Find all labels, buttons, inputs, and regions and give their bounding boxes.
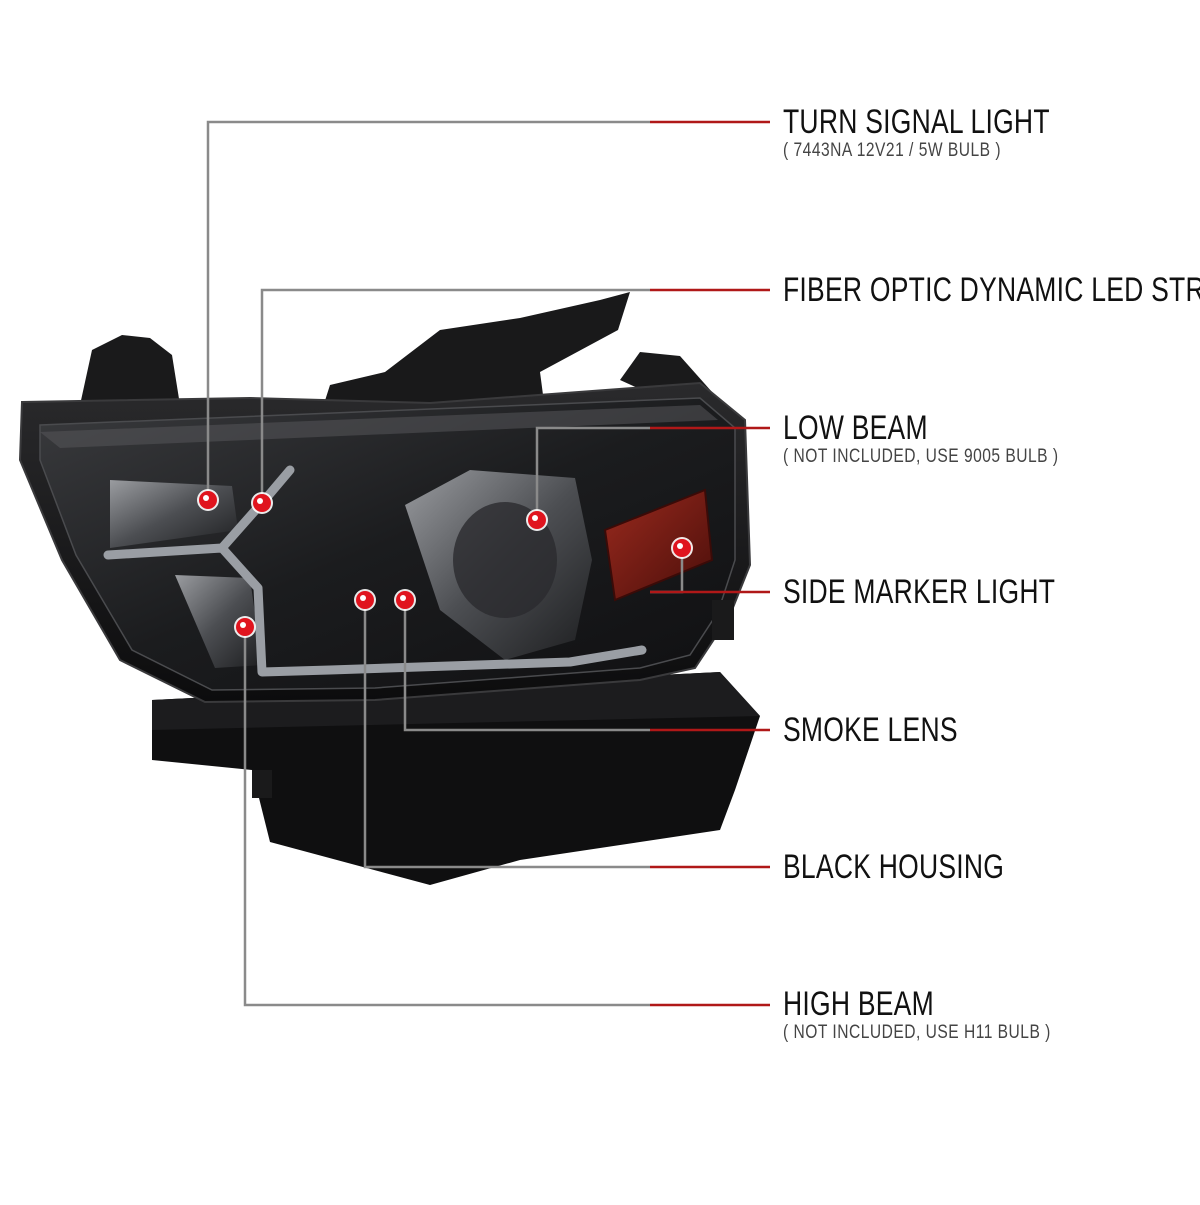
leader-line-low-beam — [535, 426, 650, 520]
indicator-dot-highlight-high-beam — [240, 622, 246, 628]
indicator-dot-highlight-smoke-lens — [400, 595, 406, 601]
callout-subtitle: ( NOT INCLUDED, USE 9005 BULB ) — [783, 446, 1059, 467]
callout-high-beam: HIGH BEAM ( NOT INCLUDED, USE H11 BULB ) — [783, 986, 1110, 1044]
callout-title: FIBER OPTIC DYNAMIC LED STRIP — [783, 271, 1200, 309]
callout-title: SIDE MARKER LIGHT — [783, 573, 1056, 611]
callout-fiber-optic: FIBER OPTIC DYNAMIC LED STRIP — [783, 272, 1200, 308]
callout-subtitle: ( NOT INCLUDED, USE H11 BULB ) — [783, 1022, 1051, 1043]
callout-title: SMOKE LENS — [783, 711, 958, 749]
indicator-dot-highlight-low-beam — [532, 515, 538, 521]
low-beam-projector — [453, 502, 557, 618]
callout-smoke-lens: SMOKE LENS — [783, 712, 1007, 748]
callout-low-beam: LOW BEAM ( NOT INCLUDED, USE 9005 BULB ) — [783, 410, 1119, 468]
leader-line-turn-signal — [206, 120, 650, 500]
callout-title: LOW BEAM — [783, 409, 928, 447]
leader-lines — [206, 120, 770, 1007]
lens-reflection — [40, 405, 718, 448]
fiber-optic-led-strip — [103, 465, 647, 677]
lower-shroud-edge — [152, 672, 760, 730]
callout-subtitle: ( 7443NA 12V21 / 5W BULB ) — [783, 140, 1002, 161]
side-marker-lens — [603, 488, 714, 602]
leader-line-black-housing — [363, 600, 650, 869]
headlight — [18, 292, 760, 885]
rear-bracket — [322, 292, 630, 410]
housing-clip — [252, 770, 272, 798]
callout-title: BLACK HOUSING — [783, 848, 1005, 886]
indicator-dot-highlight-side-marker — [677, 543, 683, 549]
callout-turn-signal: TURN SIGNAL LIGHT ( 7443NA 12V21 / 5W BU… — [783, 104, 1125, 162]
rear-bracket — [80, 335, 180, 405]
high-beam-reflector — [175, 575, 262, 668]
indicator-dots — [197, 489, 693, 638]
callout-title: TURN SIGNAL LIGHT — [783, 103, 1050, 141]
indicator-dot-highlight-turn-signal — [203, 495, 209, 501]
housing-clip — [712, 600, 734, 640]
leader-line-fiber-optic — [260, 288, 650, 503]
indicator-dot-highlight-fiber-optic — [257, 498, 263, 504]
indicator-dot-highlight-black-housing — [360, 595, 366, 601]
callout-side-marker: SIDE MARKER LIGHT — [783, 574, 1132, 610]
leader-line-high-beam — [243, 627, 650, 1007]
callout-title: HIGH BEAM — [783, 985, 934, 1023]
callout-black-housing: BLACK HOUSING — [783, 849, 1067, 885]
leader-line-smoke-lens — [403, 600, 650, 732]
